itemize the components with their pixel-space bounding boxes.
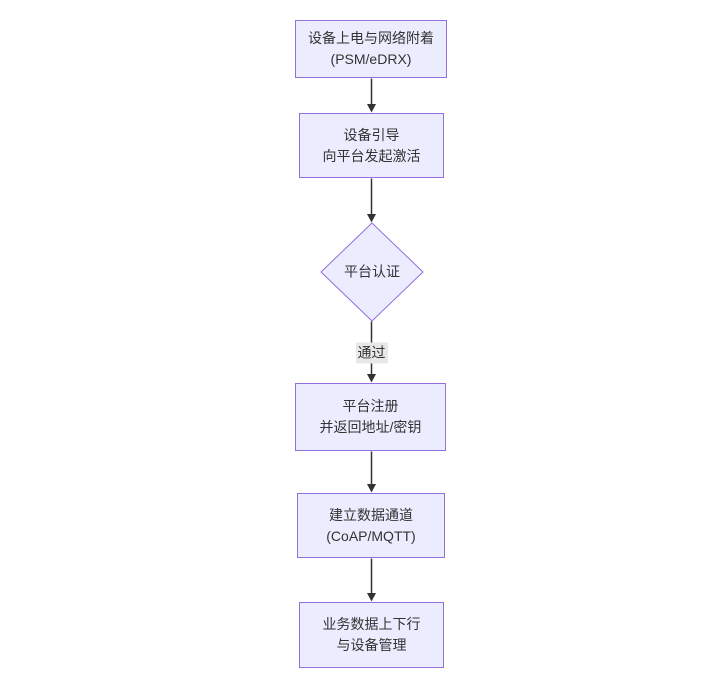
node-text-line: 建立数据通道 [329,506,413,523]
decision-diamond-shape [320,222,424,322]
arrowhead-down-icon [367,374,376,383]
node-text-line: 平台注册 [342,398,399,414]
flow-edge [367,178,376,223]
node-text-line: 向平台发起激活 [322,147,421,164]
node-text-line: 与设备管理 [336,637,407,653]
arrowhead-down-icon [367,484,376,493]
flow-node-platform-register: 平台注册 并返回地址/密钥 [295,383,446,451]
node-text-line: (CoAP/MQTT) [326,527,416,544]
flow-edge [367,558,376,602]
flow-edge [367,451,376,493]
node-text-line: 业务数据上下行 [322,616,421,632]
flow-edge [367,78,376,113]
arrowhead-down-icon [367,104,376,113]
flow-node-power-network-attach: 设备上电与网络附着 (PSM/eDRX) [295,20,447,78]
node-text-line: 并返回地址/密钥 [319,419,422,435]
decision-platform-auth-label: 平台认证 [344,263,400,280]
flow-node-data-channel: 建立数据通道 (CoAP/MQTT) [297,493,445,558]
node-text-line: 设备引导 [343,126,400,143]
node-text-line: 设备上电与网络附着 [308,30,434,46]
edge-label-pass: 通过 [355,342,388,363]
node-text-line: (PSM/eDRX) [330,51,412,67]
arrowhead-down-icon [367,593,376,602]
flow-node-business-data: 业务数据上下行 与设备管理 [299,602,444,668]
arrowhead-down-icon [367,214,376,223]
flow-node-bootstrap: 设备引导 向平台发起激活 [299,113,444,178]
